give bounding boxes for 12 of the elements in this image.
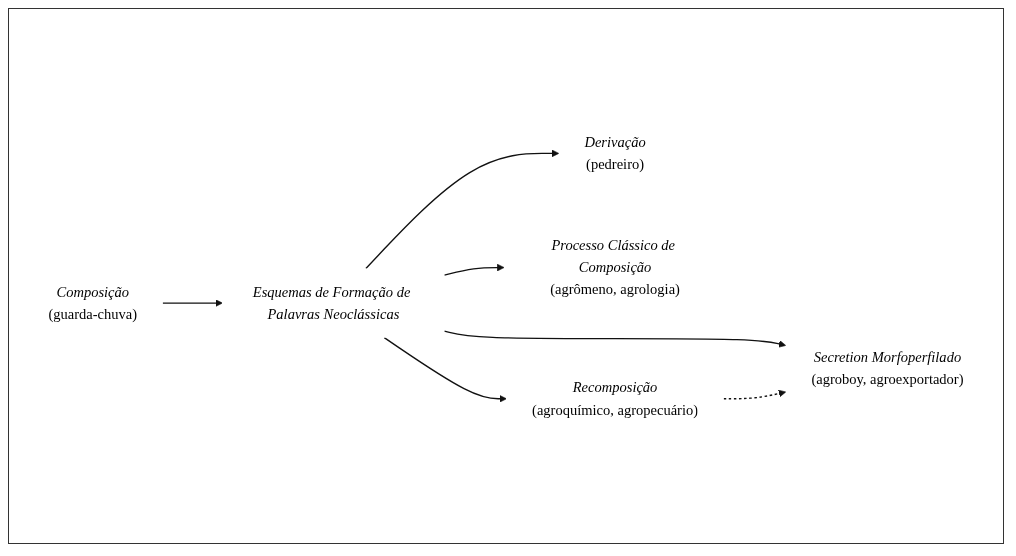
node-text: Composição (guarda-chuva): [48, 283, 138, 322]
arrow: [443, 330, 787, 348]
arrow: [443, 263, 505, 276]
node-text: Secretion Morfoperfilado (agroboy, agroexportador): [811, 349, 964, 388]
arrow: [723, 389, 787, 400]
arrow: [383, 336, 507, 403]
arrow: [365, 149, 560, 270]
arrow: [162, 299, 223, 307]
node-text: Derivação (pedreiro): [584, 134, 646, 173]
node-text: Processo Clássico de Composição (agrômeno, agrologia): [550, 237, 680, 298]
node-text: Recomposição (agroquímico, agropecuário): [532, 379, 699, 418]
node-text: Esquemas de Formação de Palavras Neoclássicas: [252, 283, 411, 322]
